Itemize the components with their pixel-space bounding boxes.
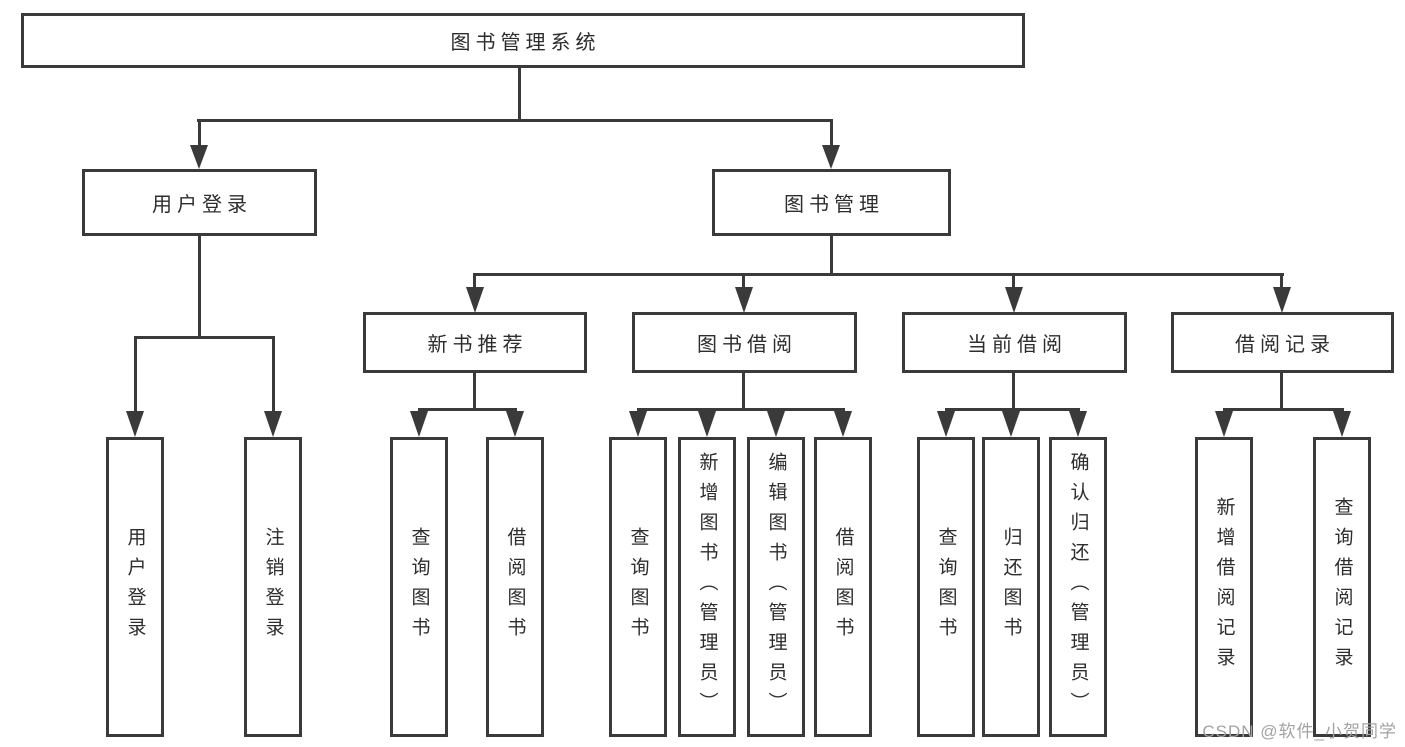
- leaf-edit-books-admin-label: 编辑图书（管理员）: [765, 452, 787, 722]
- arrow-down-icon: [1002, 411, 1020, 437]
- connector-book-mgmt-branch: [473, 273, 1284, 276]
- node-user-login: 用户登录: [82, 169, 317, 236]
- arrow-down-icon: [735, 287, 753, 313]
- leaf-add-books-admin: 新增图书（管理员）: [678, 437, 736, 737]
- node-user-login-label: 用户登录: [152, 194, 252, 216]
- node-book-mgmt: 图书管理: [712, 169, 951, 236]
- connector-root-branch: [197, 119, 833, 122]
- node-book-borrow-label: 图书借阅: [697, 334, 797, 356]
- connector-book-borrow-stem: [742, 373, 745, 411]
- arrow-down-icon: [767, 411, 785, 437]
- leaf-user-login: 用户登录: [106, 437, 164, 737]
- arrow-down-icon: [1005, 287, 1023, 313]
- leaf-logout: 注销登录: [244, 437, 302, 737]
- connector-current-borrow-branch: [945, 408, 1080, 411]
- arrow-down-icon: [410, 411, 428, 437]
- node-borrow-records-label: 借阅记录: [1235, 334, 1335, 356]
- leaf-confirm-return-admin-label: 确认归还（管理员）: [1067, 452, 1089, 722]
- leaf-query-books-current: 查询图书: [917, 437, 975, 737]
- leaf-borrow-books-rec-label: 借阅图书: [504, 527, 526, 647]
- csdn-watermark: CSDN @软件_小贺同学: [1202, 722, 1397, 741]
- leaf-confirm-return-admin: 确认归还（管理员）: [1049, 437, 1107, 737]
- connector-book-borrow-branch: [637, 408, 845, 411]
- leaf-edit-books-admin: 编辑图书（管理员）: [747, 437, 805, 737]
- connector-shaft-book-borrow: [742, 273, 745, 291]
- leaf-add-borrow-record-label: 新增借阅记录: [1213, 497, 1235, 677]
- connector-current-borrow-stem: [1012, 373, 1015, 411]
- connector-shaft-borrow-records: [1280, 273, 1283, 291]
- arrow-down-icon: [1333, 411, 1351, 437]
- node-current-borrow-label: 当前借阅: [967, 334, 1067, 356]
- leaf-query-borrow-record: 查询借阅记录: [1313, 437, 1371, 737]
- leaf-query-books-rec-label: 查询图书: [408, 527, 430, 647]
- leaf-logout-label: 注销登录: [262, 527, 284, 647]
- leaf-return-books-label: 归还图书: [1000, 527, 1022, 647]
- leaf-query-borrow-record-label: 查询借阅记录: [1331, 497, 1353, 677]
- arrow-down-icon: [264, 411, 282, 437]
- arrow-down-icon: [1069, 411, 1087, 437]
- arrow-down-icon: [126, 411, 144, 437]
- connector-root-stem: [518, 68, 521, 120]
- leaf-borrow-books: 借阅图书: [814, 437, 872, 737]
- arrow-down-icon: [1273, 287, 1291, 313]
- arrow-down-icon: [834, 411, 852, 437]
- leaf-user-login-label: 用户登录: [124, 527, 146, 647]
- arrow-down-icon: [629, 411, 647, 437]
- connector-borrow-records-stem: [1280, 373, 1283, 411]
- node-current-borrow: 当前借阅: [902, 312, 1127, 373]
- connector-borrow-records-branch: [1223, 408, 1344, 411]
- leaf-query-books-borrow-label: 查询图书: [627, 527, 649, 647]
- connector-shaft-current-borrow: [1012, 273, 1015, 291]
- node-new-book-rec: 新书推荐: [363, 312, 587, 373]
- connector-new-book-rec-stem: [473, 373, 476, 411]
- connector-user-login-branch: [134, 336, 275, 339]
- arrow-down-icon: [937, 411, 955, 437]
- connector-shaft-user-login: [198, 119, 201, 147]
- node-new-book-rec-label: 新书推荐: [427, 334, 528, 356]
- connector-user-login-stem: [198, 236, 201, 339]
- leaf-borrow-books-rec: 借阅图书: [486, 437, 544, 737]
- leaf-add-borrow-record: 新增借阅记录: [1195, 437, 1253, 737]
- leaf-query-books-borrow: 查询图书: [609, 437, 667, 737]
- leaf-query-books-current-label: 查询图书: [935, 527, 957, 647]
- leaf-borrow-books-label: 借阅图书: [832, 527, 854, 647]
- arrow-down-icon: [1215, 411, 1233, 437]
- connector-shaft-leaf-user-login: [134, 336, 137, 414]
- node-book-borrow: 图书借阅: [632, 312, 857, 373]
- connector-new-book-rec-branch: [418, 408, 517, 411]
- arrow-down-icon: [822, 145, 840, 169]
- leaf-query-books-rec: 查询图书: [390, 437, 448, 737]
- leaf-add-books-admin-label: 新增图书（管理员）: [696, 452, 718, 722]
- connector-shaft-new-book-rec: [473, 273, 476, 291]
- arrow-down-icon: [506, 411, 524, 437]
- node-borrow-records: 借阅记录: [1171, 312, 1394, 373]
- node-root-label: 图书管理系统: [450, 32, 601, 54]
- node-book-mgmt-label: 图书管理: [784, 194, 884, 216]
- connector-book-mgmt-stem: [830, 236, 833, 276]
- arrow-down-icon: [190, 145, 208, 169]
- leaf-return-books: 归还图书: [982, 437, 1040, 737]
- node-root: 图书管理系统: [21, 13, 1025, 68]
- arrow-down-icon: [466, 287, 484, 313]
- connector-shaft-book-mgmt: [830, 119, 833, 147]
- connector-shaft-leaf-logout: [272, 336, 275, 414]
- arrow-down-icon: [698, 411, 716, 437]
